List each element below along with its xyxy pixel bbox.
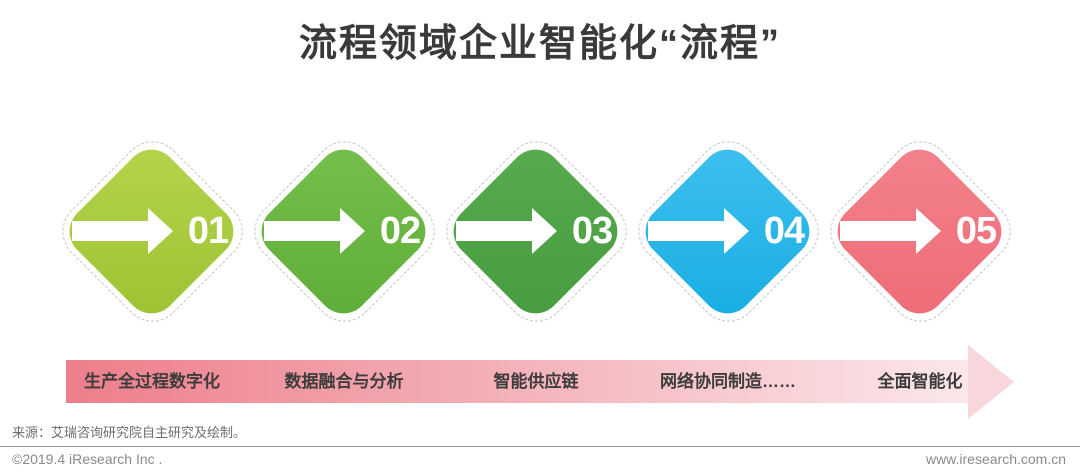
arrow-right-icon [648, 208, 749, 254]
step-4-diamond: 04 [625, 128, 832, 335]
arrow-right-icon [840, 208, 941, 254]
source-note: 来源：艾瑞咨询研究院自主研究及绘制。 [12, 425, 247, 440]
step-number: 01 [187, 210, 229, 252]
flow-label-5: 全面智能化 [877, 372, 963, 391]
footer-divider [0, 446, 1080, 447]
page-title: 流程领域企业智能化“流程” [298, 23, 781, 65]
flow-label-3: 智能供应链 [493, 372, 579, 391]
flow-arrow-head-icon [968, 345, 1014, 419]
arrow-right-icon [456, 208, 557, 254]
flow-label-4: 网络协同制造…… [660, 372, 796, 391]
step-5-diamond: 05 [817, 128, 1024, 335]
flow-label-2: 数据融合与分析 [284, 372, 404, 391]
copyright-text: ©2019.4 iResearch Inc . [12, 451, 163, 467]
step-3-diamond: 03 [433, 128, 640, 335]
arrow-right-icon [72, 208, 173, 254]
step-number: 03 [571, 210, 613, 252]
step-2-diamond: 02 [241, 128, 448, 335]
step-number: 02 [379, 210, 421, 252]
flow-label-1: 生产全过程数字化 [84, 372, 220, 391]
website-link[interactable]: www.iresearch.com.cn [925, 451, 1066, 467]
arrow-right-icon [264, 208, 365, 254]
step-1-diamond: 01 [49, 128, 256, 335]
step-number: 05 [955, 210, 997, 252]
step-number: 04 [763, 210, 805, 252]
flow-arrow-bar: 生产全过程数字化 数据融合与分析 智能供应链 网络协同制造…… 全面智能化 [66, 360, 968, 403]
